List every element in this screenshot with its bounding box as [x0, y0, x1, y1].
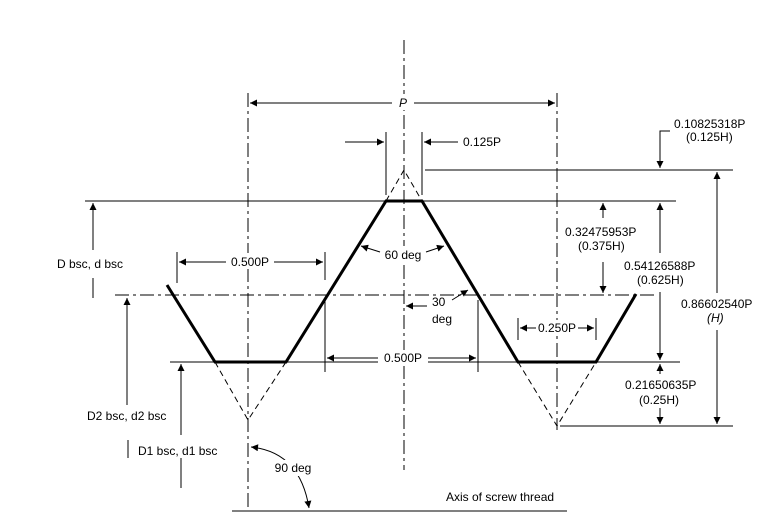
- half-pitch-middle-label: 0.500P: [384, 351, 422, 365]
- thread-depth-value: 0.54126588P: [624, 259, 695, 273]
- thread-profile: [165, 199, 638, 364]
- right-angle-label: 90 deg: [275, 461, 312, 475]
- addendum-ratio: (0.375H): [578, 239, 625, 253]
- root-truncation-ratio: (0.25H): [639, 393, 679, 407]
- height-value: 0.86602540P: [681, 297, 752, 311]
- half-angle-number: 30: [432, 295, 446, 309]
- sharp-v-profile-crest: [385, 169, 423, 202]
- sharp-v-profile-root: [517, 361, 597, 427]
- major-diameter-label: D bsc, d bsc: [57, 257, 123, 271]
- thread-depth-ratio: (0.625H): [637, 273, 684, 287]
- flank-angle-label: 60 deg: [385, 248, 422, 262]
- root-flat-label: 0.250P: [538, 321, 576, 335]
- crest-flat-label: 0.125P: [463, 135, 501, 149]
- pitch-diameter-label: D2 bsc, d2 bsc: [87, 409, 166, 423]
- flank-angle-arrow-right: [425, 244, 445, 253]
- crest-truncation-leader: [656, 130, 670, 168]
- root-truncation-value: 0.21650635P: [625, 378, 696, 392]
- sharp-v-profile: [214, 361, 287, 421]
- axis-label: Axis of screw thread: [446, 490, 554, 504]
- half-angle-unit: deg: [432, 312, 452, 326]
- pitch-label: P: [399, 96, 407, 110]
- minor-diameter-label: D1 bsc, d1 bsc: [138, 444, 217, 458]
- half-angle-arrow-right: [451, 289, 469, 301]
- flank-angle-arrow-left: [360, 244, 381, 253]
- right-angle-arc: [250, 444, 312, 509]
- addendum-value: 0.32475953P: [565, 225, 636, 239]
- half-pitch-left-label: 0.500P: [231, 255, 269, 269]
- height-ratio: (H): [707, 311, 724, 325]
- crest-truncation-value: 0.10825318P: [674, 117, 745, 131]
- crest-truncation-ratio: (0.125H): [686, 130, 733, 144]
